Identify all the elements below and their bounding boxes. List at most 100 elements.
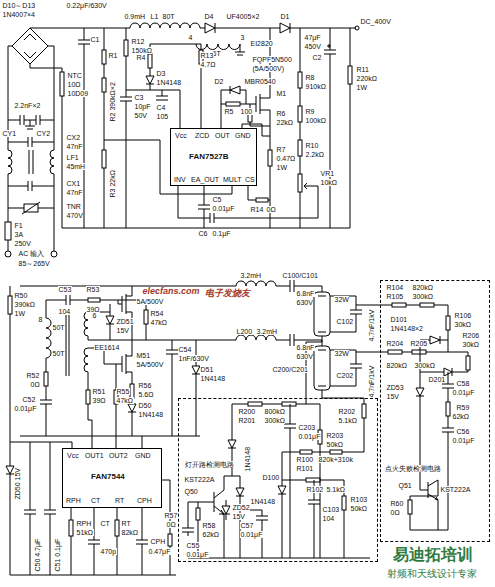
part-label: C58: [456, 380, 470, 387]
part-label: 2.2kΩ: [305, 151, 324, 158]
part-label: 105: [156, 113, 169, 120]
part-label: 390kΩ: [14, 301, 35, 308]
part-label: C102: [336, 318, 354, 325]
part-label: R58: [202, 522, 216, 529]
ic-chip: FAN7544VccOUT1OUT2GNDRPHCTRTCPH: [62, 448, 162, 508]
part-label: Q50: [184, 488, 198, 495]
part-label: 10kΩ: [320, 179, 338, 186]
part-label: R52: [26, 372, 40, 379]
part-label: C202: [336, 372, 354, 379]
part-label: 45mH: [66, 163, 86, 170]
part-label: 80T: [162, 13, 175, 20]
part-label: F1: [14, 222, 23, 229]
part-label: C5: [212, 196, 222, 203]
part-label: R104: [386, 284, 404, 291]
part-label: 50kΩ: [350, 505, 368, 512]
part-label: R9: [305, 108, 315, 115]
part-label: ZD50 15V: [14, 467, 21, 500]
watermark: elecfans.com: [142, 287, 200, 296]
pin-name: MULT: [223, 176, 242, 183]
part-label: 0.1μF: [212, 230, 231, 237]
part-label: 104: [322, 515, 335, 522]
part-label: R2 390kΩ×2: [109, 82, 116, 122]
part-label: 32W: [334, 296, 349, 303]
pin-name: EA_OUT: [191, 176, 219, 183]
part-label: D4: [204, 13, 214, 20]
part-label: C6: [198, 230, 208, 237]
part-label: L200: [236, 328, 253, 335]
part-label: R204: [386, 340, 404, 347]
part-label: D201: [428, 376, 446, 383]
part-label: R206: [462, 332, 480, 339]
part-label: 22kΩ: [276, 119, 294, 126]
part-label: 62kΩ: [452, 413, 470, 420]
part-label: 470p: [100, 548, 117, 555]
part-label: M51: [136, 352, 151, 359]
part-label: R10: [305, 142, 319, 149]
part-label: 104: [58, 308, 71, 315]
part-label: D10～D13: [2, 2, 36, 9]
part-label: 10pF: [134, 103, 151, 110]
part-label: R51: [92, 388, 106, 395]
part-label: UF4005×2: [226, 13, 260, 20]
part-label: 39Ω: [92, 397, 106, 404]
part-label: 0.01μF: [212, 205, 235, 212]
part-label: 82kΩ: [121, 529, 139, 536]
part-label: 1W: [276, 164, 288, 171]
part-label: RT: [121, 520, 131, 527]
part-label: 5.1kΩ: [338, 417, 357, 424]
pin-name: Vcc: [67, 452, 79, 459]
part-label: R201: [238, 417, 256, 424]
part-label: R60: [390, 500, 404, 507]
part-label: 47kΩ: [116, 397, 134, 404]
part-label: R7: [276, 146, 286, 153]
part-label: R5: [224, 108, 234, 115]
part-label: 1N4148: [250, 498, 276, 505]
part-label: FQPF5N500: [252, 56, 292, 63]
part-label: AC 输入: [18, 250, 45, 257]
part-label: ZD51: [116, 318, 134, 325]
part-label: LF1: [66, 154, 79, 161]
part-label: 1N4148: [138, 411, 164, 418]
part-label: 50T: [52, 324, 65, 331]
part-label: 1N4148: [200, 375, 226, 382]
part-label: 300kΩ: [414, 362, 435, 369]
part-label: R205: [410, 340, 428, 347]
part-label: 0.01μF: [14, 405, 37, 412]
part-label: R8: [305, 74, 315, 81]
part-label: R13: [200, 52, 214, 59]
part-label: 250V: [14, 240, 31, 247]
part-label: D1: [280, 13, 290, 20]
part-label: 32W: [334, 350, 349, 357]
part-label: R11: [356, 66, 369, 73]
part-label: R54: [150, 310, 164, 317]
part-label: 50V: [134, 112, 147, 119]
part-label: C200/C201: [272, 366, 308, 373]
part-label: R12: [131, 38, 145, 45]
part-label: M1: [276, 90, 287, 97]
part-label: C1: [90, 36, 100, 43]
part-label: 0.47Ω: [276, 155, 296, 162]
part-label: RPH: [76, 520, 92, 527]
part-label: C4: [156, 104, 166, 111]
part-label: 85～265V: [18, 260, 50, 267]
node-title: 灯开路检测电路: [185, 461, 234, 468]
part-label: 150kΩ: [131, 47, 152, 54]
pin-name: GND: [235, 132, 251, 139]
part-label: EE1614: [94, 344, 120, 351]
part-label: C2: [312, 54, 322, 61]
part-label: 910kΩ: [305, 83, 326, 90]
part-label: 1W: [356, 84, 368, 91]
part-label: C55: [186, 542, 200, 549]
part-label: R6: [276, 110, 286, 117]
part-label: D100: [262, 474, 280, 481]
part-label: VR1: [320, 170, 335, 177]
part-label: R59: [456, 404, 470, 411]
part-label: R56: [138, 382, 152, 389]
part-label: 1N4148×2: [390, 325, 424, 332]
part-label: C103: [322, 506, 340, 513]
part-label: D50: [138, 402, 152, 409]
part-label: 3.2mH: [240, 272, 262, 279]
pin-name: OUT2: [109, 452, 128, 459]
part-label: 5.6Ω: [138, 391, 154, 398]
